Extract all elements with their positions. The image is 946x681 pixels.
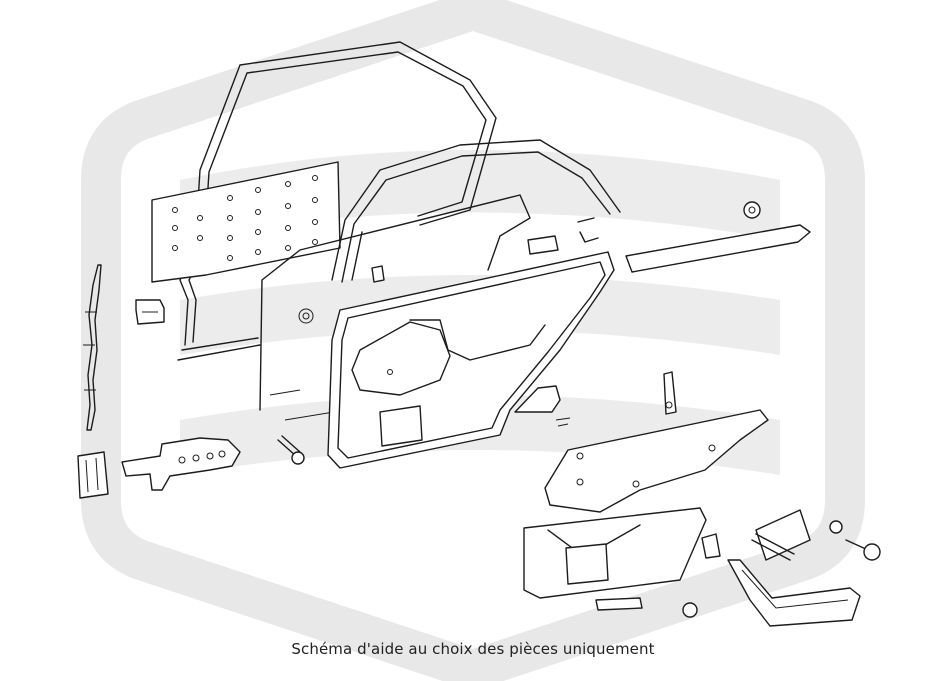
trim-moulding-strip <box>625 201 811 273</box>
armrest-carrier <box>544 409 769 513</box>
water-shield-panel <box>151 161 341 283</box>
handle-bezel <box>514 385 571 427</box>
lower-trim-pocket <box>523 507 707 618</box>
window-frame-seal <box>177 41 497 361</box>
armrest-handle <box>727 559 861 627</box>
door-trim-panel <box>327 251 615 469</box>
panel-holes <box>172 175 318 261</box>
bolt <box>277 308 314 465</box>
retaining-clip <box>135 299 165 325</box>
clip-set <box>371 217 599 283</box>
diagram-caption: Schéma d'aide au choix des pièces unique… <box>291 640 655 658</box>
rear-window-channel <box>331 139 621 283</box>
bumper-block <box>77 451 109 499</box>
screw-set <box>701 509 881 561</box>
lock-catch <box>663 371 677 415</box>
vertical-weatherstrip <box>83 264 102 431</box>
inner-handle-assembly <box>121 437 241 491</box>
